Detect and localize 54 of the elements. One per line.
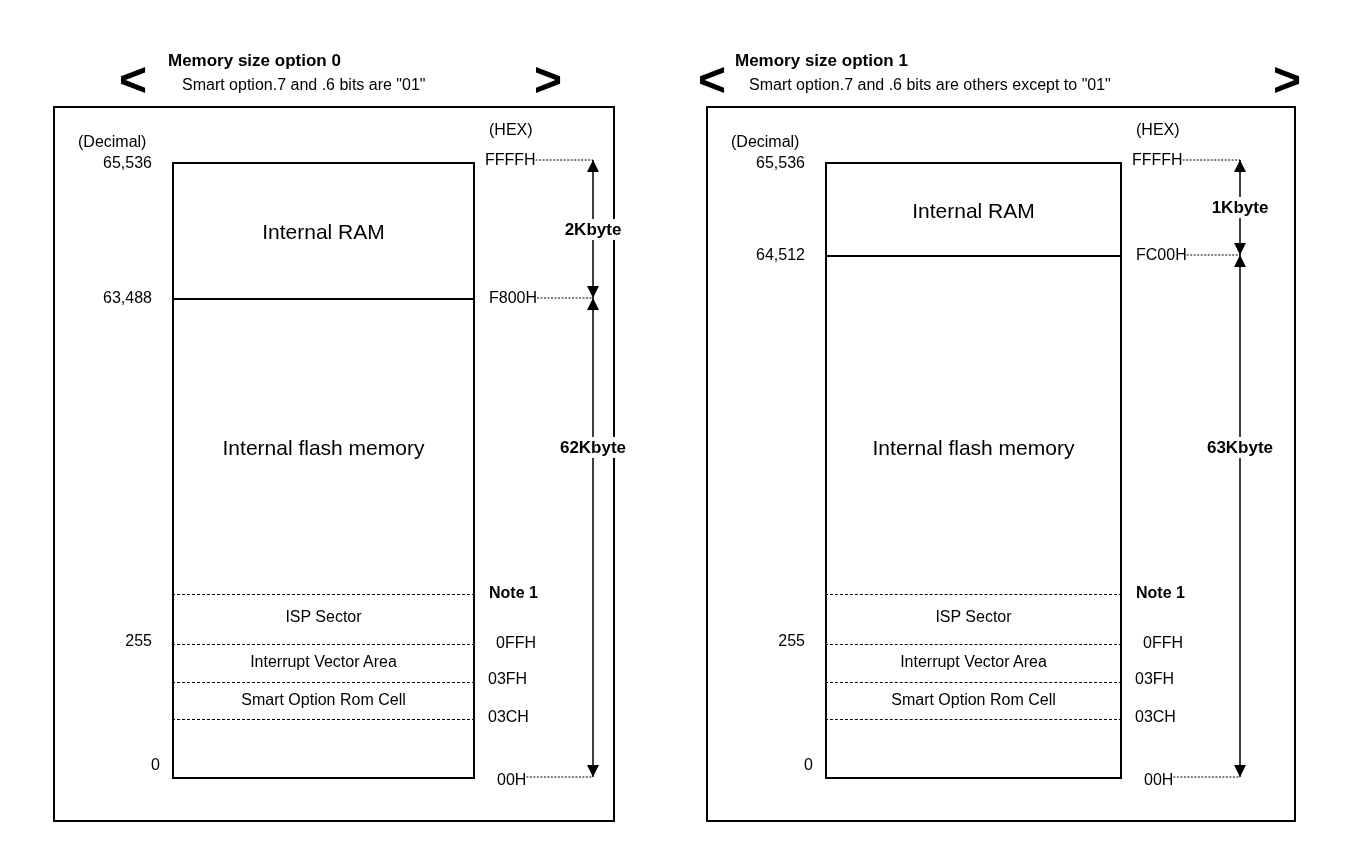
hex-address: 03CH (488, 709, 529, 725)
band-label: Smart Option Rom Cell (240, 692, 407, 708)
angle-bracket: > (1273, 56, 1301, 104)
angle-bracket: > (534, 56, 562, 104)
decimal-address: 255 (778, 633, 805, 649)
hex-address: 0FFH (1143, 635, 1183, 651)
size-label: 63Kbyte (1206, 436, 1274, 458)
hex-address: 0FFH (496, 635, 536, 651)
decimal-address: 63,488 (103, 290, 152, 306)
hex-address: F800H (489, 290, 538, 306)
size-label: 1Kbyte (1211, 197, 1269, 218)
decimal-address: 0 (804, 757, 813, 773)
hex-address: 03FH (1135, 671, 1175, 687)
hex-address: FFFFH (1132, 152, 1183, 168)
band-label: Smart Option Rom Cell (890, 692, 1057, 708)
note-label: Note 1 (1136, 585, 1185, 601)
angle-bracket: < (119, 56, 147, 104)
note-label: Note 1 (489, 585, 538, 601)
band-label: ISP Sector (934, 609, 1013, 625)
region-label: Internal RAM (911, 199, 1036, 221)
unit-label: (HEX) (1136, 122, 1180, 138)
angle-bracket: < (698, 56, 726, 104)
memory-region (172, 300, 475, 779)
decimal-address: 0 (151, 757, 160, 773)
decimal-address: 65,536 (756, 155, 805, 171)
band-label: Interrupt Vector Area (249, 654, 398, 670)
band-label: ISP Sector (284, 609, 363, 625)
size-label: 2Kbyte (564, 218, 622, 240)
unit-label: (HEX) (489, 122, 533, 138)
memory-band (825, 682, 1122, 720)
size-label: 62Kbyte (559, 436, 627, 458)
panel-title: Memory size option 0 (168, 52, 341, 69)
decimal-address: 65,536 (103, 155, 152, 171)
memory-region (172, 162, 475, 300)
decimal-address: 64,512 (756, 247, 805, 263)
hex-address: 03CH (1135, 709, 1176, 725)
hex-address: FC00H (1136, 247, 1187, 263)
band-label: Interrupt Vector Area (899, 654, 1048, 670)
hex-address: 00H (497, 772, 527, 788)
memory-region (825, 162, 1122, 257)
hex-address: FFFFH (485, 152, 536, 168)
hex-address: 00H (1144, 772, 1174, 788)
panel-subtitle: Smart option.7 and .6 bits are "01" (182, 77, 426, 93)
decimal-address: 255 (125, 633, 152, 649)
memory-region (825, 257, 1122, 779)
region-label: Internal flash memory (221, 437, 426, 458)
region-label: Internal flash memory (871, 437, 1076, 458)
hex-address: 03FH (488, 671, 528, 687)
panel-title: Memory size option 1 (735, 52, 908, 69)
unit-label: (Decimal) (78, 134, 147, 150)
unit-label: (Decimal) (731, 134, 800, 150)
panel-subtitle: Smart option.7 and .6 bits are others except to "01" (749, 77, 1111, 93)
region-label: Internal RAM (261, 221, 386, 242)
memory-band (172, 682, 475, 720)
